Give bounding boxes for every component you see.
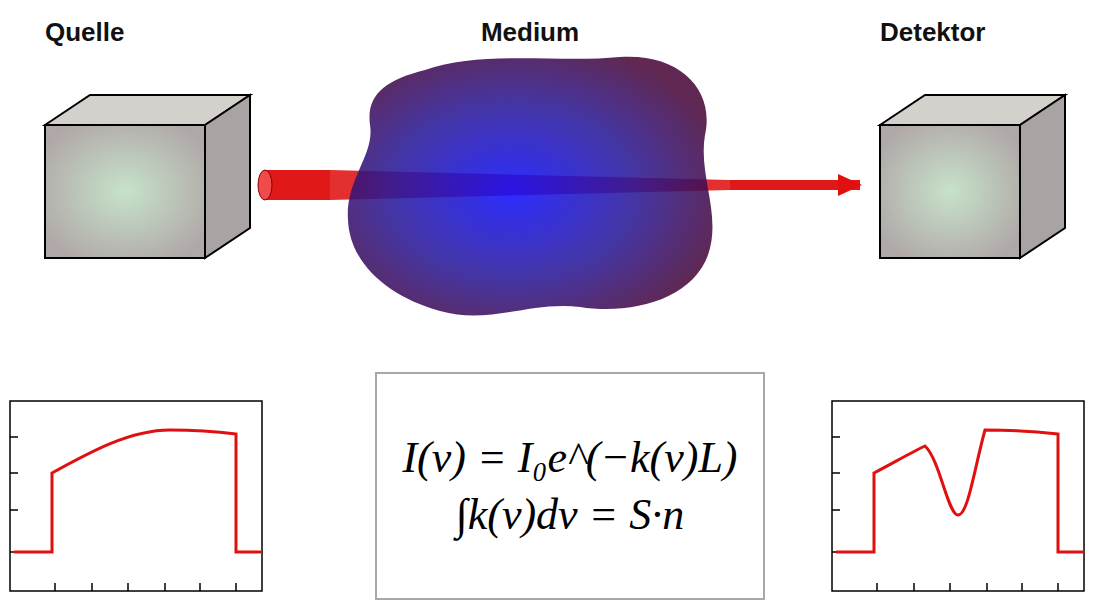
device-box: Quelle (40, 15, 292, 265)
medium-node: Medium (330, 15, 730, 325)
device-label: Detektor (880, 17, 985, 48)
light-beam (292, 170, 330, 200)
light-beam (730, 180, 860, 190)
detected-spectrum-plot (832, 401, 1084, 591)
device-label: Quelle (45, 17, 124, 48)
formula-line: ∫k(ν)dν = S·n (456, 486, 685, 543)
medium-blob (330, 15, 730, 325)
box-drawing (40, 15, 292, 265)
source-spectrum-plot (10, 401, 262, 591)
box-drawing (876, 15, 1072, 265)
formula-line: I(ν) = I₀e^(−k(ν)L) (402, 429, 737, 486)
device-label: Medium (330, 17, 730, 48)
formula-box: I(ν) = I₀e^(−k(ν)L)∫k(ν)dν = S·n (375, 372, 765, 600)
device-box: Detektor (876, 15, 1072, 265)
